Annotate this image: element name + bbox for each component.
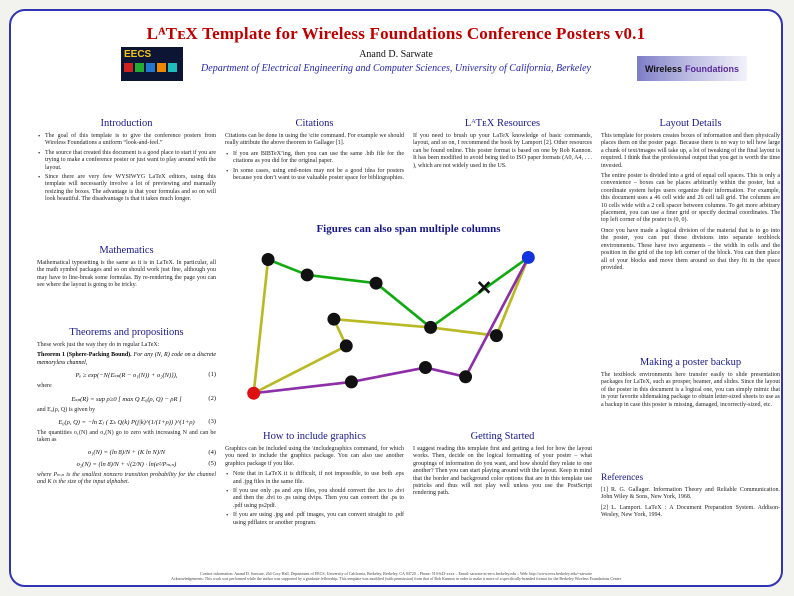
poster-header: LᴬTᴇX Template for Wireless Foundations … — [11, 24, 781, 74]
equation-formula: o₂(N) = (ln 8)/N + √(2/N) · ln(e²/Pₘᵢₙ) — [76, 460, 177, 468]
mathematics-body: Mathematical typesetting is the same as … — [37, 260, 216, 289]
equation-2: Eₛₚ(R) = sup ρ≥0 [ max Q E₀(ρ, Q) − ρR ]… — [37, 395, 216, 403]
section-latex-resources: LᴬTᴇX Resources If you need to brush up … — [413, 118, 592, 173]
layout-details-paragraph: The entire poster is divided into a grid… — [601, 173, 780, 224]
section-theorems: Theorems and propositions These work jus… — [37, 327, 216, 490]
equation-number: (5) — [208, 459, 216, 467]
section-title-backup: Making a poster backup — [639, 357, 742, 368]
layout-details-paragraph: Once you have made a logical division of… — [601, 227, 780, 271]
reference-entry: [1] R. G. Gallager. Information Theory a… — [601, 487, 780, 501]
section-getting-started: Getting Started I suggest reading this t… — [413, 431, 592, 501]
equation-4: o₁(N) = (ln 8)/N + (K ln N)/N (4) — [37, 449, 216, 456]
section-mathematics: Mathematics Mathematical typesetting is … — [37, 245, 216, 293]
resources-body: If you need to brush up your LaTeX knowl… — [413, 133, 592, 169]
wireless-foundations-logo: Wireless Foundations — [637, 56, 747, 81]
bullet-item: Note that in LaTeX it is difficult, if n… — [226, 471, 404, 486]
theorems-where1: where — [37, 383, 52, 390]
mosaic-square — [168, 63, 177, 72]
layout-details-paragraph: This template for posters creates boxes … — [601, 133, 780, 169]
wf-logo-word1: Wireless — [645, 63, 682, 74]
section-title-graphics: How to include graphics — [263, 431, 366, 442]
theorems-intro: These work just the way they do in regul… — [37, 342, 160, 348]
section-layout-details: Layout Details This template for posters… — [601, 118, 780, 275]
theorem-text: For any (N, R) code on a discrete memory… — [37, 352, 216, 366]
section-title-citations: Citations — [295, 118, 334, 129]
theorem-label: Theorem 1 (Sphere-Packing Bound). — [37, 352, 132, 359]
equation-formula: Pₑ ≥ exp(−N{Eₛₚ(R − o₁(N)) + o₂(N)}), — [75, 372, 178, 380]
section-title-getting-started: Getting Started — [470, 431, 535, 442]
reference-entry: [2] L. Lamport. LaTeX : A Document Prepa… — [601, 504, 780, 519]
theorem-statement: Theorem 1 (Sphere-Packing Bound). For an… — [37, 352, 216, 367]
section-title-latex-resources: LᴬTᴇX Resources — [464, 118, 541, 129]
equation-number: (1) — [208, 371, 216, 379]
mosaic-square — [124, 63, 133, 72]
poster-affiliation: Department of Electrical Engineering and… — [201, 63, 591, 74]
figure-graph: ✕ — [246, 250, 535, 400]
section-title-introduction: Introduction — [100, 118, 153, 129]
eecs-logo-mosaic — [124, 63, 180, 72]
section-title-layout-details: Layout Details — [659, 118, 722, 129]
figure-block: Figures can also span multiple columns ✕ — [225, 223, 592, 421]
introduction-bullet-list: The goal of this template is to give the… — [37, 133, 216, 204]
equation-number: (2) — [208, 394, 216, 402]
equation-1: Pₑ ≥ exp(−N{Eₛₚ(R − o₁(N)) + o₂(N)}), (1… — [37, 371, 216, 379]
section-introduction: Introduction The goal of this template i… — [37, 118, 216, 206]
bullet-item: If you are using .jpg and .pdf images, y… — [226, 512, 404, 527]
citations-body: Citations can be done in using the \cite… — [225, 133, 404, 147]
poster-footer: Contact information: Anand D. Sarwate, 2… — [35, 571, 757, 581]
equation-3: E₀(ρ, Q) = −ln Σⱼ ( Σₖ Q(k) P(j|k)^(1/(1… — [37, 418, 216, 426]
bullet-item: The source that created this document is… — [38, 150, 216, 172]
equation-formula: Eₛₚ(R) = sup ρ≥0 [ max Q E₀(ρ, Q) − ρR ] — [71, 395, 182, 403]
section-references: References [1] R. G. Gallager. Informati… — [601, 473, 780, 523]
equation-5: o₂(N) = (ln 8)/N + √(2/N) · ln(e²/Pₘᵢₙ) … — [37, 460, 216, 468]
bullet-item: In some cases, using end-notes may not b… — [226, 168, 404, 183]
bullet-item: If you use only .ps and .eps files, you … — [226, 488, 404, 510]
theorems-outro: where Pₘᵢₙ is the smallest nonzero trans… — [37, 471, 216, 486]
bullet-item: Since there are very few WYSIWYG LaTeX e… — [38, 174, 216, 204]
section-title-references: References — [601, 473, 644, 483]
svg-text:✕: ✕ — [475, 278, 491, 299]
eecs-logo: EECS — [121, 47, 183, 81]
graphics-bullet-list: Note that in LaTeX it is difficult, if n… — [225, 471, 404, 527]
equation-formula: E₀(ρ, Q) = −ln Σⱼ ( Σₖ Q(k) P(j|k)^(1/(1… — [58, 419, 195, 427]
theorems-where2: and E₀(ρ, Q) is given by — [37, 406, 96, 413]
section-graphics: How to include graphics Graphics can be … — [225, 431, 404, 529]
poster-author: Anand D. Sarwate — [359, 49, 433, 60]
bullet-item: The goal of this template is to give the… — [38, 133, 216, 148]
section-backup: Making a poster backup The textblock env… — [601, 357, 780, 412]
section-title-mathematics: Mathematics — [99, 245, 154, 256]
theorems-where3: The quantities o₁(N) and o₂(N) go to zer… — [37, 430, 216, 444]
poster-page: LᴬTᴇX Template for Wireless Foundations … — [9, 9, 783, 587]
graphics-body: Graphics can be included using the \incl… — [225, 446, 404, 467]
mosaic-square — [135, 63, 144, 72]
citations-bullet-list: If you are BIBTeX’ing, then you can use … — [225, 151, 404, 183]
getting-started-body: I suggest reading this template first an… — [413, 446, 592, 497]
footer-contact-line: Contact information: Anand D. Sarwate, 2… — [200, 570, 592, 576]
eecs-logo-text: EECS — [124, 49, 152, 60]
figure-title: Figures can also span multiple columns — [316, 223, 501, 235]
bullet-item: If you are BIBTeX’ing, then you can use … — [226, 151, 404, 166]
equation-formula: o₁(N) = (ln 8)/N + (K ln N)/N — [87, 448, 166, 456]
equation-number: (3) — [208, 418, 216, 426]
equation-number: (4) — [208, 448, 216, 456]
mosaic-square — [146, 63, 155, 72]
section-title-theorems: Theorems and propositions — [69, 327, 184, 338]
wf-logo-word2: Foundations — [684, 63, 739, 74]
poster-title: LᴬTᴇX Template for Wireless Foundations … — [146, 24, 646, 43]
footer-acknowledgements-line: Acknowledgements: This work was performe… — [170, 575, 622, 581]
section-citations: Citations Citations can be done in using… — [225, 118, 404, 184]
backup-body: The textblock environments here transfer… — [601, 372, 780, 408]
mosaic-square — [157, 63, 166, 72]
